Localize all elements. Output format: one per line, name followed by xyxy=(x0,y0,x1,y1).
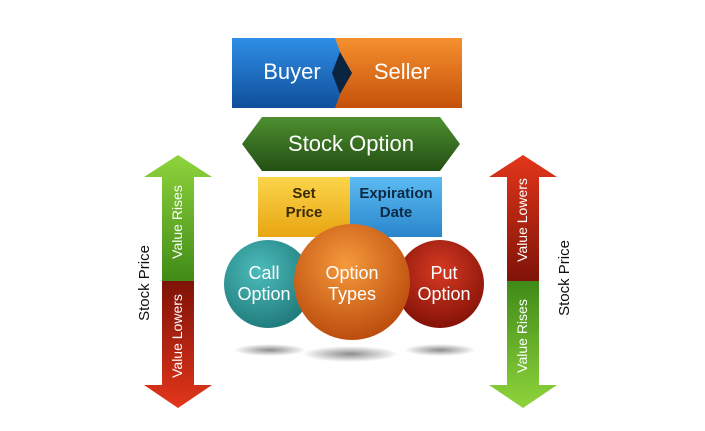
left-double-arrow: Value Rises Value Lowers xyxy=(144,155,212,408)
left-value-rises: Value Rises xyxy=(169,185,185,259)
put-shadow xyxy=(404,344,476,356)
call-option-circle: Call Option xyxy=(224,240,312,328)
stock-option-label: Stock Option xyxy=(288,131,414,156)
set-price-line2: Price xyxy=(286,204,323,221)
put-line2: Option xyxy=(417,284,470,304)
buyer-label: Buyer xyxy=(263,59,320,84)
call-line2: Option xyxy=(237,284,290,304)
right-stock-price-label: Stock Price xyxy=(556,240,573,316)
option-types-circle: Option Types xyxy=(294,224,410,340)
types-shadow xyxy=(302,346,398,362)
seller-label: Seller xyxy=(374,59,430,84)
put-line1: Put xyxy=(430,263,457,283)
put-option-circle: Put Option xyxy=(396,240,484,328)
left-stock-price-label: Stock Price xyxy=(136,245,153,321)
buyer-seller-notch xyxy=(332,52,352,94)
left-value-lowers: Value Lowers xyxy=(169,294,185,378)
left-arrow-up-green xyxy=(144,155,212,283)
types-line2: Types xyxy=(328,284,376,304)
right-arrow-down-green xyxy=(489,281,557,408)
expiration-line1: Expiration xyxy=(359,185,432,202)
stock-option-block: Stock Option xyxy=(242,117,460,171)
expiration-line2: Date xyxy=(380,204,413,221)
call-shadow xyxy=(234,344,306,356)
set-price-line1: Set xyxy=(292,185,315,202)
left-arrow-down-red xyxy=(144,281,212,408)
right-value-lowers: Value Lowers xyxy=(514,178,530,262)
buyer-block: Buyer xyxy=(232,38,358,108)
right-double-arrow: Value Lowers Value Rises xyxy=(489,155,557,408)
types-line1: Option xyxy=(325,263,378,283)
call-line1: Call xyxy=(248,263,279,283)
seller-block: Seller xyxy=(335,38,462,108)
right-arrow-up-red xyxy=(489,155,557,283)
right-value-rises: Value Rises xyxy=(514,299,530,373)
